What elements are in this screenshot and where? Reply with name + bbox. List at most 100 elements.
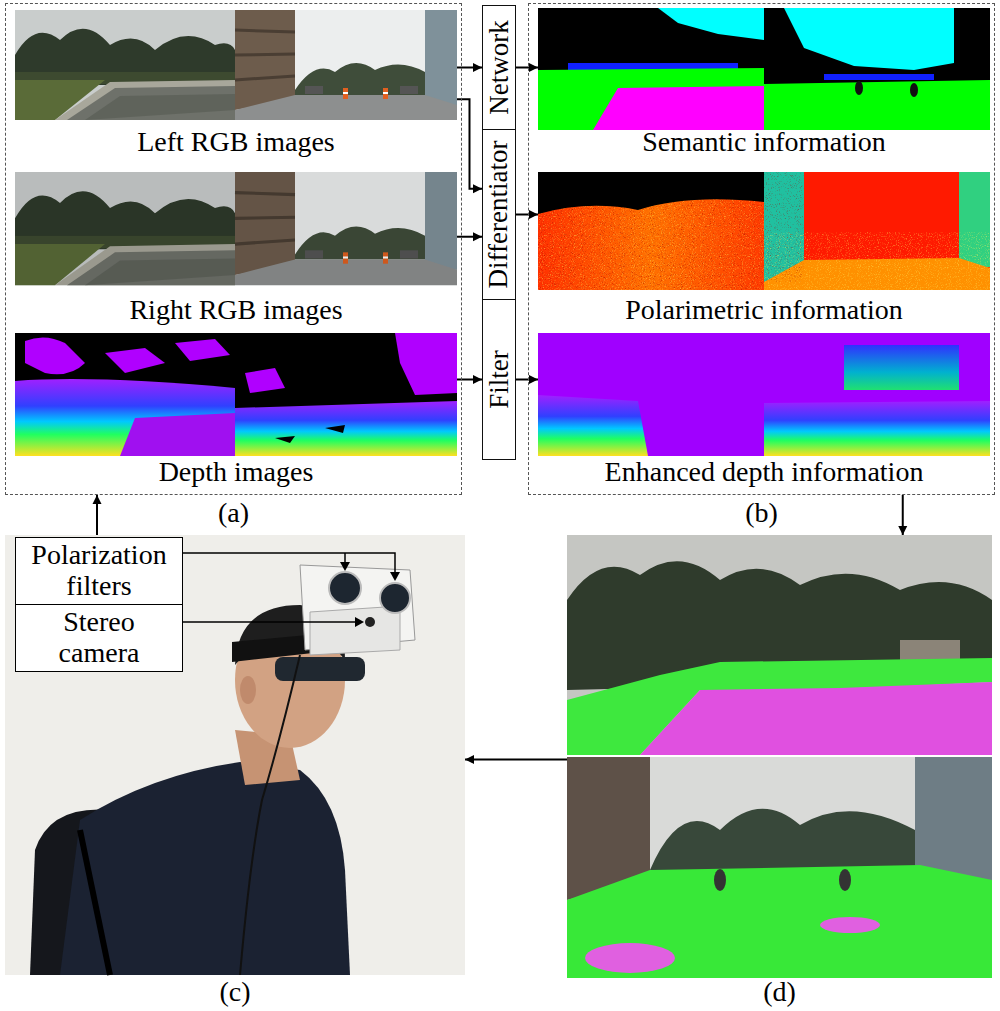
- panel-label: (a): [6, 499, 461, 527]
- photo-panel: (d): [567, 535, 992, 975]
- connector-arrow: [457, 375, 482, 384]
- illustration-path: [235, 401, 457, 456]
- illustration-path: [105, 348, 165, 373]
- illustration-path: [25, 337, 85, 374]
- illustration-path: [15, 379, 235, 456]
- panel-label: (d): [567, 978, 992, 1006]
- image-row: Polarimetric information: [538, 170, 990, 328]
- module-box: Filter: [482, 299, 516, 460]
- illustration-polygon: [390, 572, 400, 581]
- illustration-g: [538, 172, 764, 290]
- illustration-path: [640, 682, 992, 755]
- connector-arrow: [465, 755, 567, 764]
- module-label: Differentiator: [486, 141, 513, 289]
- illustration-circle: [380, 583, 410, 613]
- dashed-panel: (a)Left RGB imagesRight RGB imagesDepth …: [5, 3, 462, 495]
- illustration-ellipse: [839, 869, 851, 891]
- connector-line: [457, 99, 482, 189]
- illustration-g: [764, 333, 990, 456]
- rgb-photo: [15, 10, 457, 285]
- illustration-rect: [567, 757, 992, 978]
- illustration-path: [183, 553, 395, 574]
- illustration-path: [658, 8, 764, 40]
- enhanced-depth-map: [538, 333, 990, 456]
- image-caption: Polarimetric information: [625, 295, 903, 326]
- illustration-ellipse: [910, 83, 918, 97]
- image-row: Right RGB images: [15, 170, 457, 328]
- illustration-circle: [329, 572, 361, 604]
- arrowhead: [898, 526, 907, 535]
- module-box: Differentiator: [482, 129, 516, 300]
- illustration-path: [60, 762, 350, 975]
- illustration-ellipse: [240, 676, 256, 704]
- illustration-path: [240, 655, 300, 975]
- image-caption: Enhanced depth information: [605, 457, 924, 488]
- illustration-rect: [538, 172, 764, 290]
- image-caption: Left RGB images: [137, 127, 335, 158]
- polarimetric-map: [538, 172, 990, 290]
- illustration-use: [235, 10, 457, 120]
- arrowhead: [473, 232, 482, 241]
- illustration-rect: [567, 535, 992, 755]
- illustration-rect: [764, 333, 990, 456]
- illustration-path: [183, 621, 356, 623]
- image-caption: Semantic information: [642, 127, 885, 158]
- image-row: Enhanced depth information: [538, 330, 990, 490]
- illustration-g: [538, 333, 764, 456]
- illustration-path: [538, 68, 764, 130]
- illustration-rect: [538, 172, 764, 290]
- arrowhead: [473, 184, 482, 193]
- illustration-rect: [275, 657, 365, 681]
- connector-arrow: [457, 232, 482, 241]
- illustration-ellipse: [585, 943, 675, 973]
- illustration-path: [764, 172, 804, 282]
- illustration-ellipse: [855, 81, 863, 95]
- image-caption: Depth images: [159, 457, 314, 488]
- illustration-path: [650, 809, 915, 870]
- illustration-rect: [235, 333, 457, 456]
- callout-box: Polarization filters: [15, 537, 183, 605]
- illustration-path: [175, 339, 230, 361]
- leader-arrowhead: [340, 562, 400, 627]
- illustration-g: [538, 8, 764, 130]
- callout-box: Stereo camera: [15, 604, 183, 672]
- arrowhead: [465, 755, 474, 764]
- depth-image: [15, 333, 457, 456]
- illustration-g: [764, 8, 990, 130]
- illustration-rect: [538, 172, 764, 290]
- illustration-rect: [5, 535, 465, 975]
- callout-text: Stereo camera: [26, 607, 172, 669]
- connector-arrow: [93, 495, 102, 535]
- illustration-rect: [824, 74, 934, 80]
- connector-arrow: [516, 375, 538, 384]
- illustration-path: [310, 606, 400, 655]
- illustration-path: [395, 333, 457, 395]
- leader-line: [183, 553, 395, 622]
- wearer-photo: [5, 535, 465, 975]
- illustration-g: [764, 172, 990, 290]
- illustration-path: [567, 865, 992, 978]
- connector-arrow: [457, 63, 482, 72]
- arrowhead: [473, 375, 482, 384]
- arrowhead: [473, 63, 482, 72]
- connector-line: [465, 758, 567, 760]
- illustration-path: [567, 658, 992, 755]
- illustration-rect: [764, 8, 990, 130]
- illustration-g: [235, 333, 457, 456]
- arrowhead: [529, 210, 538, 219]
- semantic-map: [538, 8, 990, 130]
- illustration-ellipse: [820, 917, 880, 933]
- illustration-rect: [15, 333, 235, 456]
- panel-label: (b): [529, 499, 994, 527]
- illustration-polygon: [340, 562, 350, 571]
- arrowhead: [529, 375, 538, 384]
- illustration-path: [80, 830, 110, 975]
- illustration-path: [538, 395, 648, 456]
- photo-panel: (c)Polarization filtersStereo camera: [5, 535, 465, 975]
- module-label: Network: [486, 20, 513, 114]
- module-box: Network: [482, 5, 516, 130]
- panel-label: (c): [5, 978, 465, 1006]
- illustration-path: [784, 8, 954, 70]
- arrowhead: [93, 495, 102, 504]
